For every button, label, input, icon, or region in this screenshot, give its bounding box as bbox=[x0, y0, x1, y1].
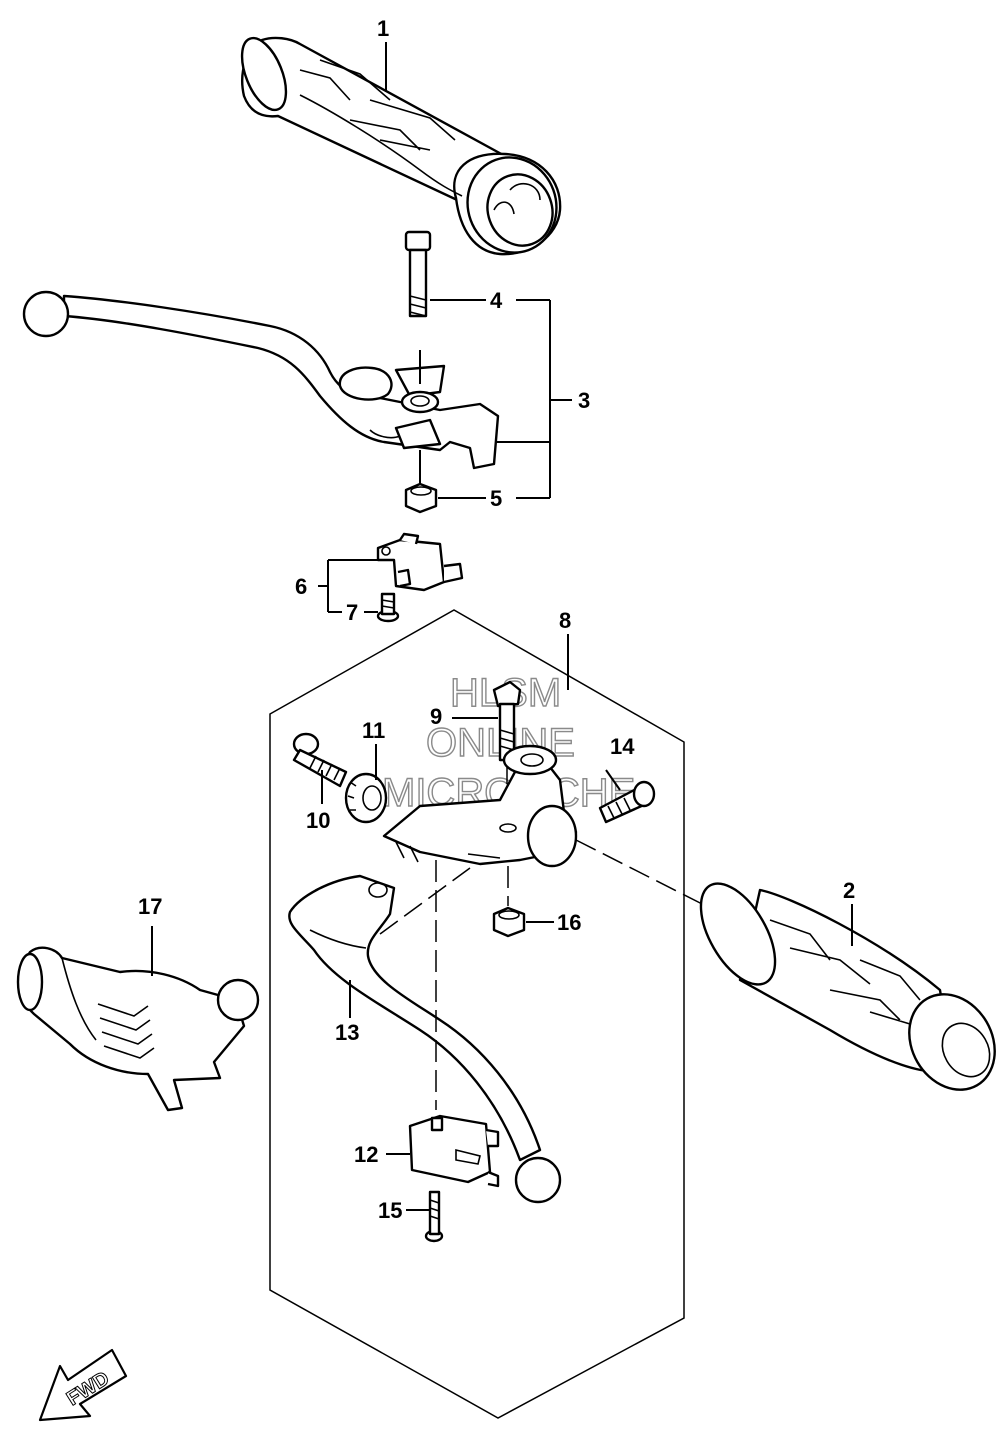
label-part-2: 2 bbox=[843, 878, 855, 903]
label-part-10: 10 bbox=[306, 808, 330, 833]
clutch-switch-screw-part[interactable] bbox=[424, 1190, 444, 1243]
nut-part[interactable] bbox=[404, 482, 438, 514]
lever-guard-part[interactable] bbox=[16, 946, 260, 1112]
label-part-1: 1 bbox=[377, 16, 389, 41]
pivot-bolt-part[interactable] bbox=[404, 230, 432, 318]
label-part-12: 12 bbox=[354, 1142, 378, 1167]
label-part-17: 17 bbox=[138, 894, 162, 919]
brake-switch-part[interactable] bbox=[376, 532, 464, 592]
label-part-8: 8 bbox=[559, 608, 571, 633]
grip-left-part[interactable] bbox=[233, 32, 570, 265]
grip-right-part[interactable] bbox=[686, 872, 1000, 1106]
label-part-11: 11 bbox=[362, 718, 385, 743]
label-part-14: 14 bbox=[610, 734, 635, 759]
clutch-lever-part[interactable] bbox=[288, 874, 562, 1204]
label-part-13: 13 bbox=[335, 1020, 359, 1045]
lever-bolt-part[interactable] bbox=[492, 680, 522, 762]
label-part-16: 16 bbox=[557, 910, 581, 935]
lever-holder-part[interactable] bbox=[382, 744, 578, 868]
label-part-3: 3 bbox=[578, 388, 590, 413]
label-part-9: 9 bbox=[430, 704, 442, 729]
label-part-5: 5 bbox=[490, 486, 502, 511]
clutch-switch-part[interactable] bbox=[408, 1114, 500, 1188]
label-part-4: 4 bbox=[490, 288, 503, 313]
fwd-arrow-icon: FWD bbox=[38, 1348, 128, 1422]
adjuster-bolt-part[interactable] bbox=[292, 732, 348, 788]
switch-screw-part[interactable] bbox=[376, 592, 400, 623]
assembly-boundary bbox=[269, 609, 685, 1419]
label-part-15: 15 bbox=[378, 1198, 402, 1223]
adjuster-ring-part[interactable] bbox=[344, 772, 388, 824]
clamp-bolt-part[interactable] bbox=[598, 780, 656, 824]
label-part-7: 7 bbox=[346, 600, 358, 625]
lever-nut-part[interactable] bbox=[492, 906, 526, 938]
brake-lever-part[interactable] bbox=[22, 290, 500, 470]
label-part-6: 6 bbox=[295, 574, 307, 599]
